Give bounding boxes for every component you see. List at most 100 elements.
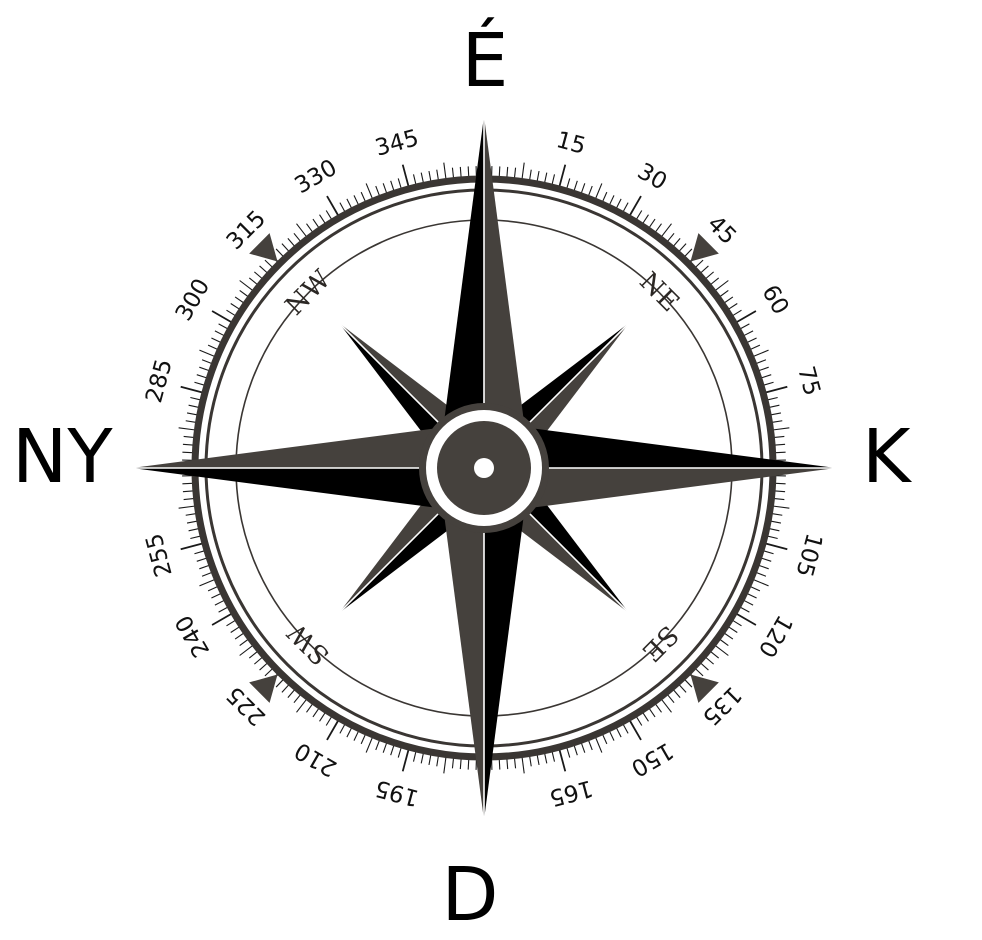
degree-tick <box>770 405 780 407</box>
degree-tick <box>545 754 547 764</box>
degree-tick <box>775 444 785 445</box>
degree-tick <box>617 199 622 208</box>
degree-tick <box>776 452 786 453</box>
degree-tick <box>751 345 760 349</box>
degree-tick <box>215 331 224 336</box>
degree-tick <box>706 272 714 278</box>
degree-tick <box>383 743 386 752</box>
degree-tick <box>596 183 602 198</box>
degree-tick <box>515 758 516 768</box>
degree-tick <box>354 195 358 204</box>
degree-tick <box>754 350 769 356</box>
degree-tick <box>361 735 365 744</box>
degree-tick <box>764 551 774 554</box>
degree-tick <box>515 168 516 178</box>
degree-label: 165 <box>546 774 595 810</box>
degree-label: 330 <box>290 155 341 199</box>
degree-tick <box>254 658 262 664</box>
degree-label: 60 <box>756 281 793 319</box>
degree-tick <box>265 260 272 267</box>
degree-tick <box>181 387 202 393</box>
degree-tick <box>186 514 196 516</box>
degree-tick <box>313 709 319 717</box>
degree-tick <box>340 725 345 734</box>
degree-tick <box>764 382 774 385</box>
degree-tick <box>249 652 257 658</box>
degree-tick <box>771 521 781 523</box>
degree-tick <box>581 183 584 192</box>
degree-tick <box>537 171 539 181</box>
degree-tick <box>294 233 300 241</box>
degree-tick <box>260 663 267 670</box>
degree-tick <box>744 601 753 606</box>
degree-tick <box>772 514 782 516</box>
degree-tick <box>668 695 674 703</box>
degree-tick <box>701 663 708 670</box>
degree-tick <box>190 398 200 400</box>
degree-tick <box>748 338 757 342</box>
compass-hub <box>419 403 549 533</box>
degree-tick <box>383 183 386 192</box>
degree-tick <box>674 238 680 246</box>
degree-tick <box>376 741 380 750</box>
degree-tick <box>656 224 662 232</box>
degree-tick <box>733 621 742 626</box>
degree-tick <box>437 756 439 766</box>
degree-tick <box>297 224 307 237</box>
degree-tick <box>276 249 283 256</box>
degree-tick <box>596 738 602 753</box>
degree-tick <box>679 685 686 692</box>
degree-tick <box>468 166 469 176</box>
degree-tick <box>725 297 733 303</box>
degree-tick <box>668 233 674 241</box>
degree-tick <box>208 345 217 349</box>
degree-tick <box>240 646 253 656</box>
degree-tick <box>194 551 204 554</box>
degree-tick <box>421 173 423 183</box>
cardinal-east-label: K <box>862 420 911 494</box>
degree-tick <box>240 290 248 296</box>
degree-tick <box>227 621 236 626</box>
degree-tick <box>211 338 220 342</box>
degree-tick <box>581 743 584 752</box>
degree-tick <box>757 360 766 364</box>
degree-tick <box>197 375 207 378</box>
degree-tick <box>211 594 220 598</box>
degree-tick <box>288 238 294 246</box>
degree-tick <box>231 627 239 632</box>
degree-tick <box>189 529 199 531</box>
degree-label: 300 <box>171 274 215 325</box>
degree-tick <box>737 311 756 322</box>
degree-tick <box>219 324 228 329</box>
degree-tick <box>725 633 733 639</box>
degree-tick <box>499 166 500 176</box>
degree-tick <box>768 398 778 400</box>
degree-tick <box>398 178 401 188</box>
degree-tick <box>771 413 781 415</box>
degree-tick <box>630 196 641 215</box>
degree-tick <box>741 607 750 612</box>
degree-tick <box>507 167 508 177</box>
degree-tick <box>545 173 547 183</box>
degree-tick <box>194 382 204 385</box>
degree-tick <box>282 244 289 251</box>
degree-tick <box>327 721 338 740</box>
degree-tick <box>186 421 196 423</box>
degree-tick <box>751 587 760 591</box>
degree-tick <box>706 658 714 664</box>
degree-tick <box>421 754 423 764</box>
cardinal-north-label: É <box>0 24 970 98</box>
degree-tick <box>674 690 680 698</box>
degree-tick <box>530 170 532 180</box>
degree-tick <box>679 244 686 251</box>
hub-center-dot <box>474 458 494 478</box>
degree-tick <box>685 680 692 687</box>
degree-tick <box>460 167 461 177</box>
degree-tick <box>774 428 790 430</box>
degree-tick <box>313 219 319 227</box>
degree-tick <box>522 758 524 774</box>
degree-tick <box>567 178 570 188</box>
degree-tick <box>530 756 532 766</box>
